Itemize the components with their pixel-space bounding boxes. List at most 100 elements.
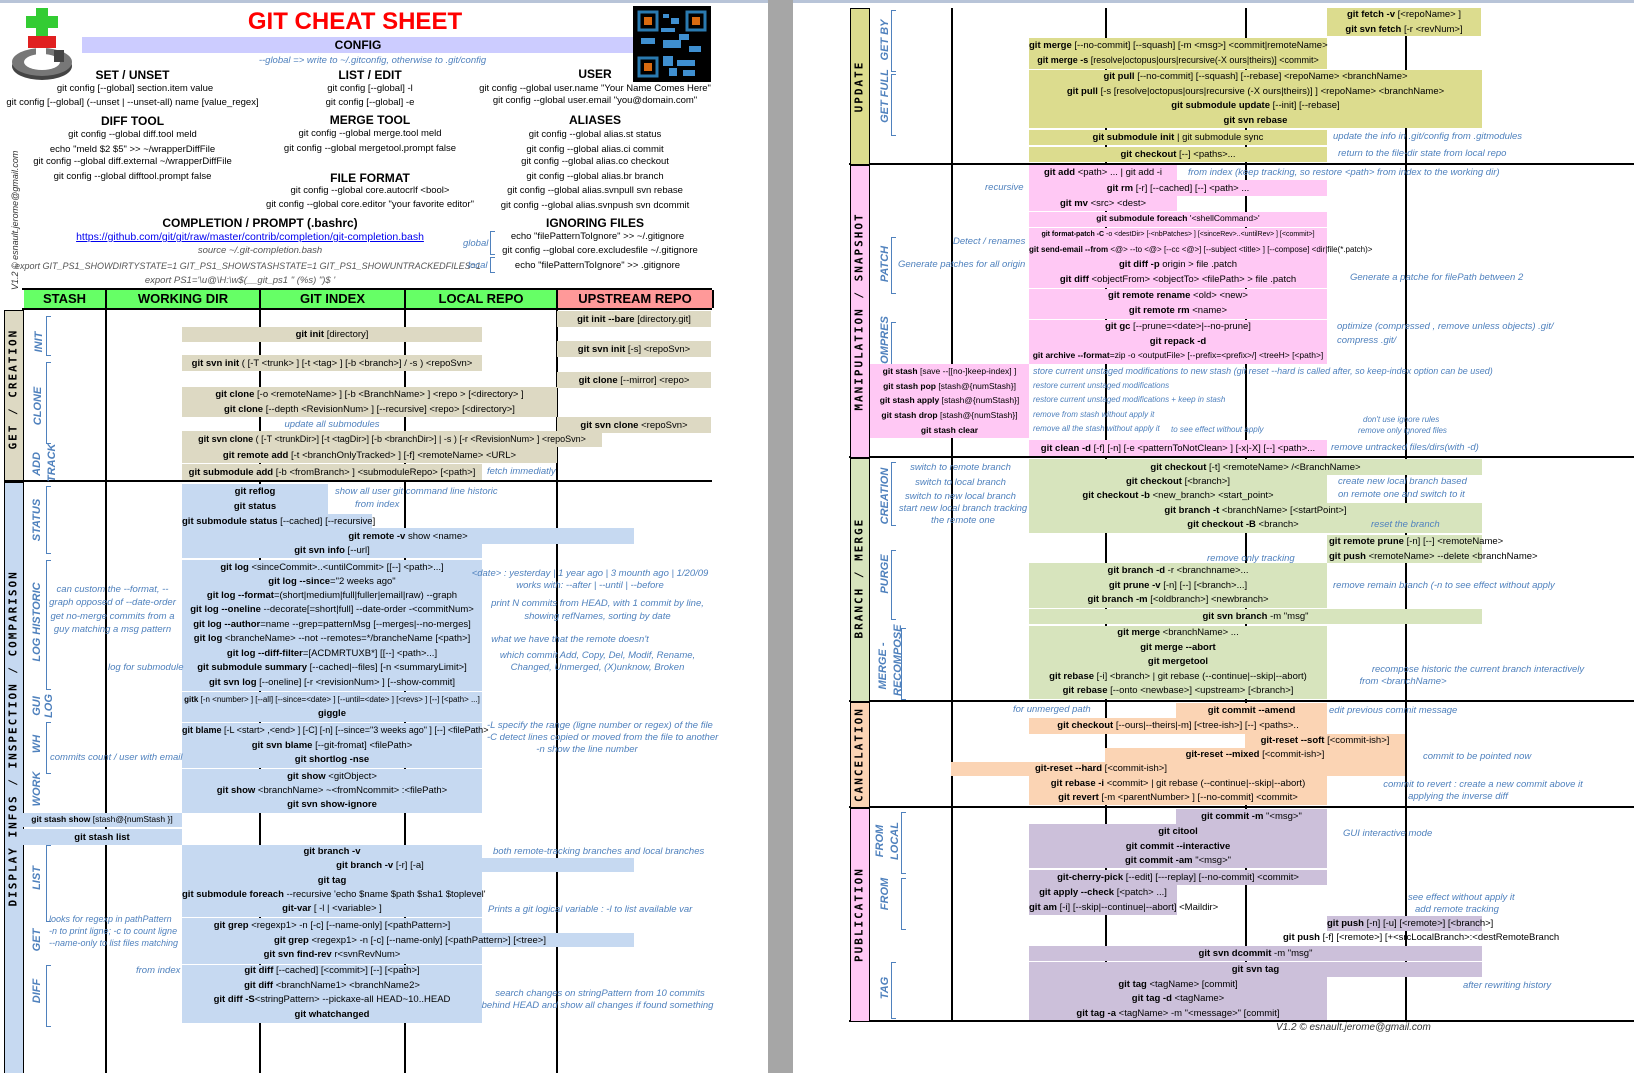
cmd-submodule-update[interactable]: git submodule update [--init] [--rebase] <box>1171 100 1340 111</box>
cmd-checkout-new[interactable]: git checkout -b <new_branch> <start_poin… <box>1082 490 1274 501</box>
cmd-archive[interactable]: git archive --format=zip -o <outputFile>… <box>1032 350 1324 360</box>
cmd-commit-m[interactable]: git commit -m "<msg>" <box>1201 811 1302 822</box>
cmd-svn-info[interactable]: git svn info [--url] <box>294 545 370 556</box>
cmd-commit-amend[interactable]: git commit --amend <box>1207 705 1296 716</box>
cmd-reset-hard[interactable]: git-reset --hard [<commit-ish>] <box>1035 763 1167 774</box>
cmd-svn-branch[interactable]: git svn branch -m "msg" <box>1202 611 1309 622</box>
cmd-diff-2[interactable]: git diff <branchName1> <branchName2> <box>244 980 420 991</box>
cmd-fetch[interactable]: git fetch -v [<repoName> ] <box>1346 9 1462 20</box>
cmd-gitk[interactable]: gitk [-n <number> ] [--all] [--since=<da… <box>184 695 480 704</box>
cmd-svn-init[interactable]: git svn init ( [-T <trunk> ] [-t <tag> ]… <box>191 358 473 369</box>
cmd-find-rev[interactable]: git svn find-rev r<svnRevNum> <box>263 949 401 960</box>
cmd-status[interactable]: git status <box>233 501 277 512</box>
cmd-tag-a[interactable]: git tag -a <tagName> -m "<message>" [com… <box>1076 1008 1280 1019</box>
cmd-stash-apply[interactable]: git stash apply [stash@{numStash}] <box>879 395 1020 405</box>
cmd-svn-dcommit[interactable]: git svn dcommit -m "msg" <box>1198 948 1313 959</box>
cmd-add[interactable]: git add <path> ... | git add -i <box>1043 167 1163 178</box>
cmd-push-delete[interactable]: git push <remoteName> --delete <branchNa… <box>1329 551 1538 562</box>
cmd-cherry-pick[interactable]: git-cherry-pick [--edit] [---replay] [--… <box>1057 872 1299 883</box>
cmd-shortlog[interactable]: git shortlog -nse <box>294 754 370 765</box>
cmd-checkout-paths[interactable]: git checkout [--] <paths>... <box>1120 149 1236 160</box>
cmd-remote-prune[interactable]: git remote prune [-n] [--] <remoteName> <box>1329 536 1504 547</box>
cmd-log-7[interactable]: git log --diff-filter=[ACDMRTUXB*] [[--]… <box>226 648 438 659</box>
cmd-mv[interactable]: git mv <src> <dest> <box>1059 198 1147 209</box>
cmd-branch-vra[interactable]: git branch -v [-r] [-a] <box>336 860 424 871</box>
cmd-branch-v[interactable]: git branch -v <box>303 846 361 857</box>
cmd-prune[interactable]: git prune -v [-n] [--] [<branch>...] <box>1108 580 1248 591</box>
cmd-log-1[interactable]: git log <sinceCommit>..<untilCommit> [[-… <box>220 562 444 573</box>
cmd-show-2[interactable]: git show <branchName> ~<fromNcommit> :<f… <box>216 785 448 796</box>
cmd-pull-1[interactable]: git pull [--no-commit] [--squash] [--reb… <box>1103 71 1408 82</box>
cmd-init-bare[interactable]: git init --bare [directory.git] <box>577 314 691 325</box>
cmd-log-6[interactable]: git log <brancheName> --not --remotes=*/… <box>193 633 471 644</box>
cmd-checkout-B[interactable]: git checkout -B <branch> <box>1187 519 1299 530</box>
cmd-submodule-status[interactable]: git submodule status [--cached] [--recur… <box>182 516 376 527</box>
cmd-svn-init-upstream[interactable]: git svn init [-s] <repoSvn> <box>577 344 691 355</box>
cmd-push[interactable]: git push [-n] [-u] [<remote>] [<branch>] <box>1327 918 1494 929</box>
cmd-log-4[interactable]: git log --oneline --decorate[=short|full… <box>190 604 474 615</box>
cmd-submodule-foreach[interactable]: git submodule foreach --recursive 'echo … <box>182 889 486 900</box>
cmd-checkout-ours[interactable]: git checkout [--ours|--theirs|-m] [<tree… <box>1057 720 1299 731</box>
cmd-log-8[interactable]: git submodule summary [--cached|--files]… <box>197 662 467 673</box>
cmd-grep-1[interactable]: git grep <regexp1> -n [-c] [--name-only]… <box>213 920 451 931</box>
cmd-reset-mixed[interactable]: git-reset --mixed [<commit-ish>] <box>1185 749 1325 760</box>
cmd-commit-am[interactable]: git commit -am "<msg>" <box>1125 855 1231 866</box>
cmd-stash-show[interactable]: git stash show [stash@{numStash }] <box>31 814 173 824</box>
cmd-revert[interactable]: git revert [-m <parentNumber> ] [--no-co… <box>1058 792 1298 803</box>
cmd-pull-2[interactable]: git pull [-s [resolve|octopus|ours|recur… <box>1066 86 1445 97</box>
cmd-repack[interactable]: git repack -d <box>1149 336 1207 347</box>
cmd-remote-rename[interactable]: git remote rename <old> <new> <box>1108 290 1248 301</box>
cmd-tag-d[interactable]: git tag -d <tagName> <box>1131 993 1225 1004</box>
cmd-whatchanged[interactable]: git whatchanged <box>294 1009 370 1020</box>
cmd-rebase-onto[interactable]: git rebase [--onto <newbase>] <upstream>… <box>1062 685 1294 696</box>
cmd-am[interactable]: git am [-i] [--skip|--continue|--abort] … <box>1029 902 1219 913</box>
cmd-format-patch[interactable]: git format-patch -C -o <destDir> [-<nbPa… <box>1041 231 1315 238</box>
cmd-tag[interactable]: git tag <box>317 875 347 886</box>
cmd-submodule-foreach-shell[interactable]: git submodule foreach '<shellCommand>' <box>1096 213 1260 223</box>
cmd-apply[interactable]: git apply --check [<patch> ...] <box>1039 887 1167 898</box>
cmd-diff-patch-1[interactable]: git diff -p origin > file .patch <box>1119 259 1237 270</box>
cmd-svn-blame[interactable]: git svn blame [--git-fromat] <filePath> <box>251 740 413 751</box>
cmd-remote-rm[interactable]: git remote rm <name> <box>1128 305 1228 316</box>
cmd-push-f[interactable]: git push [-f] [<remote>] [+<srcLocalBran… <box>1283 932 1560 943</box>
cmd-log-3[interactable]: git log --format=(short|medium|full|full… <box>206 590 458 601</box>
cmd-svn-rebase[interactable]: git svn rebase <box>1223 115 1288 126</box>
cmd-citool[interactable]: git citool <box>1158 826 1198 837</box>
cmd-reset-soft[interactable]: git-reset --soft [<commit-ish>] <box>1260 735 1390 746</box>
cmd-grep-2[interactable]: git grep <regexp1> -n [-c] [--name-only]… <box>274 935 546 946</box>
cmd-log-9[interactable]: git svn log [--oneline] [-r <revisionNum… <box>209 677 455 688</box>
cmd-branch-m[interactable]: git branch -m [<oldbranch>] <newbranch> <box>1087 594 1269 605</box>
cmd-checkout-remote[interactable]: git checkout [-t] <remoteName> /<BranchN… <box>1150 462 1361 473</box>
cmd-log-2[interactable]: git log --since="2 weeks ago" <box>268 576 396 587</box>
cmd-stash-clear[interactable]: git stash clear <box>920 425 979 435</box>
cmd-clone-mirror[interactable]: git clone [--mirror] <repo> <box>578 375 690 386</box>
cmd-clone-2[interactable]: git clone [--depth <RevisionNum> ] [--re… <box>224 404 515 415</box>
cmd-diff-patch-2[interactable]: git diff <objectFrom> <objectTo> <filePa… <box>1059 274 1297 285</box>
cmd-giggle[interactable]: giggle <box>318 708 346 719</box>
cmd-branch-t[interactable]: git branch -t <branchName> [<startPoint>… <box>1164 505 1347 516</box>
cmd-svn-tag[interactable]: git svn tag <box>1231 964 1280 975</box>
cmd-stash-save[interactable]: git stash [save --[[no-]keep-index] ] <box>882 366 1017 376</box>
cmd-send-email[interactable]: git send-email --from <@> --to <@> [--cc… <box>1029 245 1373 254</box>
cmd-init[interactable]: git init [directory] <box>295 329 369 340</box>
cmd-mergetool[interactable]: git mergetool <box>1147 656 1209 667</box>
cmd-rebase-i[interactable]: git rebase [-i] <branch> | git rebase (-… <box>1049 671 1307 682</box>
cmd-stash-drop[interactable]: git stash drop [stash@{numStash}] <box>881 410 1018 420</box>
cmd-diff-1[interactable]: git diff [--cached] [<commit>] [--] [<pa… <box>244 965 420 976</box>
cmd-show-3[interactable]: git svn show-ignore <box>287 799 377 810</box>
cmd-merge-abort[interactable]: git merge --abort <box>1140 642 1216 653</box>
cmd-tag-name[interactable]: git tag <tagName> [commit] <box>1118 979 1238 990</box>
cmd-merge-1[interactable]: git merge [--no-commit] [--squash] [-m <… <box>1029 40 1328 51</box>
cmd-git-var[interactable]: git-var [ -l | <variable> ] <box>282 903 382 914</box>
cmd-gc[interactable]: git gc [--prune=<date>|--no-prune] <box>1105 321 1251 332</box>
cmd-show-1[interactable]: git show <gitObject> <box>287 771 377 782</box>
cmd-commit-interactive[interactable]: git commit --interactive <box>1125 841 1231 852</box>
cmd-clean[interactable]: git clean -d [-f] [-n] [-e <patternToNot… <box>1040 443 1316 454</box>
cmd-submodule-init[interactable]: git submodule init | git submodule sync <box>1092 132 1264 143</box>
cmd-svn-clone-upstream[interactable]: git svn clone <repoSvn> <box>580 420 688 431</box>
cmd-blame[interactable]: git blame [-L <start> ,<end> ] [-C] [-n]… <box>182 725 489 735</box>
cmd-branch-dr[interactable]: git branch -d -r <branchname>... <box>1107 565 1249 576</box>
cmd-diff-3[interactable]: git diff -S<stringPattern> --pickaxe-all… <box>213 994 451 1005</box>
cmd-stash-list[interactable]: git stash list <box>74 832 130 843</box>
cmd-remote-show[interactable]: git remote -v show <name> <box>348 531 468 542</box>
